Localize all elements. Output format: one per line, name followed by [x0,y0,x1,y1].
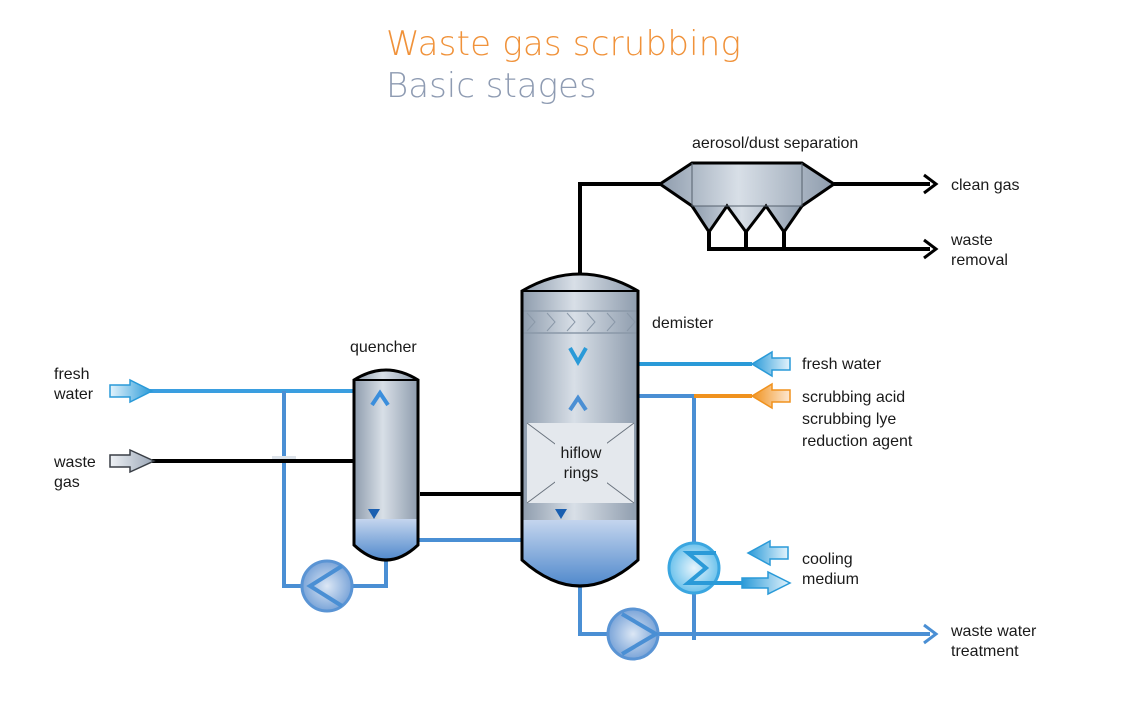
waste-gas-label-2: gas [54,474,80,491]
aerosol-separator [657,161,837,235]
spray-nozzle-icon [370,389,390,407]
quencher-vessel [352,368,420,562]
reagent-inlet-arrow-icon [750,382,791,410]
level-indicator-icon [555,509,567,519]
fresh-water-left-label-1: fresh [54,366,90,383]
waste-water-label-1: waste water [950,623,1037,640]
waste-removal-label-2: removal [951,252,1008,269]
waste-gas-inlet-arrow-icon [109,448,156,474]
waste-removal-arrow-icon [923,238,939,260]
hiflow-label-1: hiflow [561,445,602,462]
waste-removal-pipe [707,232,930,251]
column-drain-pipe [578,582,610,636]
clean-gas-label: clean gas [951,177,1020,194]
scrubber-column [520,272,640,588]
hiflow-rings-packing [526,422,635,504]
hiflow-label-2: rings [564,465,599,482]
reagent-label-2: scrubbing lye [802,411,896,428]
spray-nozzle-icon [568,347,588,367]
heat-exchanger [667,541,748,595]
quencher-pump [300,559,354,613]
level-indicator-icon [368,509,380,519]
fresh-water-pipe-left [150,389,383,405]
waste-gas-label-1: waste [53,454,96,471]
cooling-medium-label-1: cooling [802,551,853,568]
waste-water-arrow-icon [923,623,939,645]
cooling-medium-inlet-arrow-icon [746,539,789,567]
reagent-label-1: scrubbing acid [802,389,905,406]
diagram-subtitle: Basic stages [386,66,597,106]
demister-label: demister [652,315,714,332]
diagram-title: Waste gas scrubbing [386,24,742,64]
waste-removal-label-1: waste [950,232,993,249]
fresh-water-right-label: fresh water [802,356,882,373]
column-gas-outlet-pipe [578,182,660,290]
reagent-label-3: reduction agent [802,433,913,450]
fresh-water-right-arrow-icon [750,350,791,378]
cooling-medium-outlet-arrow-icon [741,570,792,596]
fresh-water-left-label-2: water [53,386,94,403]
demister [522,310,638,334]
clean-gas-arrow-icon [923,173,939,195]
fresh-water-inlet-arrow-icon [109,378,154,404]
aerosol-separation-label: aerosol/dust separation [692,135,858,152]
spray-nozzle-icon [568,394,588,412]
quencher-label: quencher [350,339,417,356]
waste-water-label-2: treatment [951,643,1019,660]
column-pump [606,607,660,661]
cooling-medium-label-2: medium [802,571,859,588]
